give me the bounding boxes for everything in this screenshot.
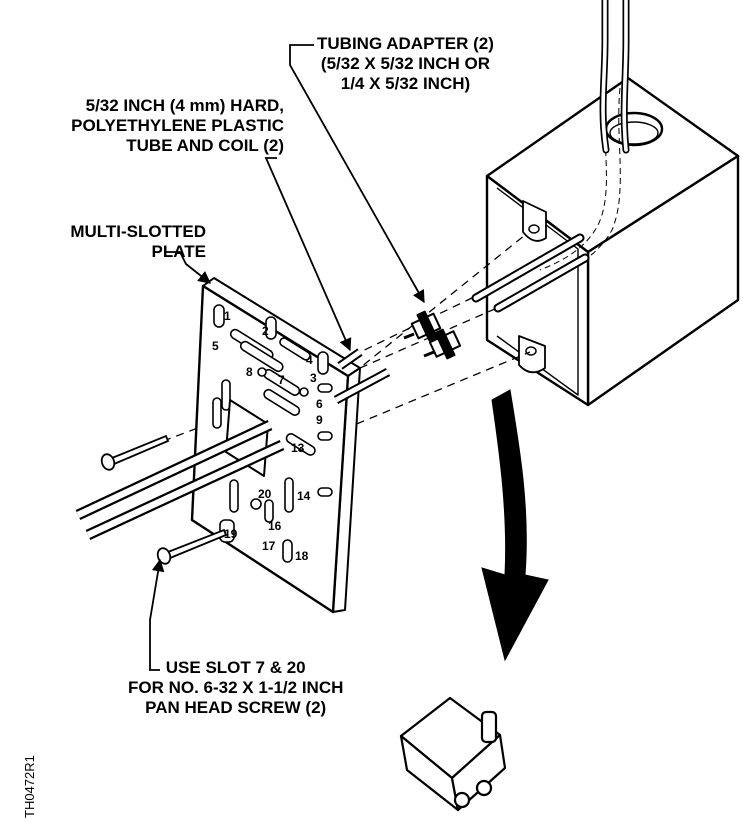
- curved-arrow-icon: [481, 389, 549, 662]
- slot-number: 13: [291, 441, 305, 455]
- label-line: POLYETHYLENE PLASTIC: [71, 116, 284, 135]
- label-multi-slotted-plate: MULTI-SLOTTED PLATE: [70, 222, 206, 262]
- screw-lower: [156, 528, 228, 565]
- thermostat-subbase: [399, 696, 507, 812]
- figure-code: TH0472R1: [22, 755, 37, 818]
- label-line: PAN HEAD SCREW (2): [145, 698, 327, 717]
- screw-upper: [100, 434, 170, 471]
- label-tubing-adapter: TUBING ADAPTER (2) (5/32 X 5/32 INCH OR …: [317, 34, 494, 94]
- slot-number: 20: [258, 487, 272, 501]
- slot-number: 17: [262, 539, 276, 553]
- label-line: TUBING ADAPTER (2): [317, 34, 494, 53]
- label-line: USE SLOT 7 & 20: [165, 658, 306, 677]
- slot-number: 3: [310, 371, 317, 385]
- polyethylene-tubes: [75, 348, 391, 540]
- label-line: PLATE: [151, 242, 206, 261]
- slot-number: 19: [224, 527, 238, 541]
- slot-number: 2: [262, 324, 269, 338]
- slot-number: 1: [224, 309, 231, 323]
- label-line: MULTI-SLOTTED: [70, 222, 206, 241]
- slot-number: 4: [306, 353, 313, 367]
- slot-number: 8: [246, 365, 253, 379]
- slot-number: 18: [295, 549, 309, 563]
- slot-number: 6: [316, 397, 323, 411]
- slot-number: 16: [268, 519, 282, 533]
- electrical-box: [485, 76, 740, 407]
- label-screw: USE SLOT 7 & 20 FOR NO. 6-32 X 1-1/2 INC…: [128, 658, 343, 718]
- label-line: 1/4 X 5/32 INCH): [340, 74, 471, 93]
- slot-number: 5: [212, 339, 219, 353]
- label-line: 5/32 INCH (4 mm) HARD,: [85, 96, 284, 115]
- tubing-adapters: [403, 310, 462, 360]
- slot-number: 9: [316, 413, 323, 427]
- slot-number: 7: [278, 373, 285, 387]
- label-tube-coil: 5/32 INCH (4 mm) HARD, POLYETHYLENE PLAS…: [71, 96, 284, 156]
- tubes-in-box: [471, 0, 630, 313]
- label-line: FOR NO. 6-32 X 1-1/2 INCH: [128, 678, 344, 697]
- slot-number: 14: [297, 489, 311, 503]
- label-line: (5/32 X 5/32 INCH OR: [320, 54, 491, 73]
- label-line: TUBE AND COIL (2): [126, 136, 284, 155]
- pan-head-screws: [100, 434, 228, 565]
- leader-lines: [149, 44, 425, 671]
